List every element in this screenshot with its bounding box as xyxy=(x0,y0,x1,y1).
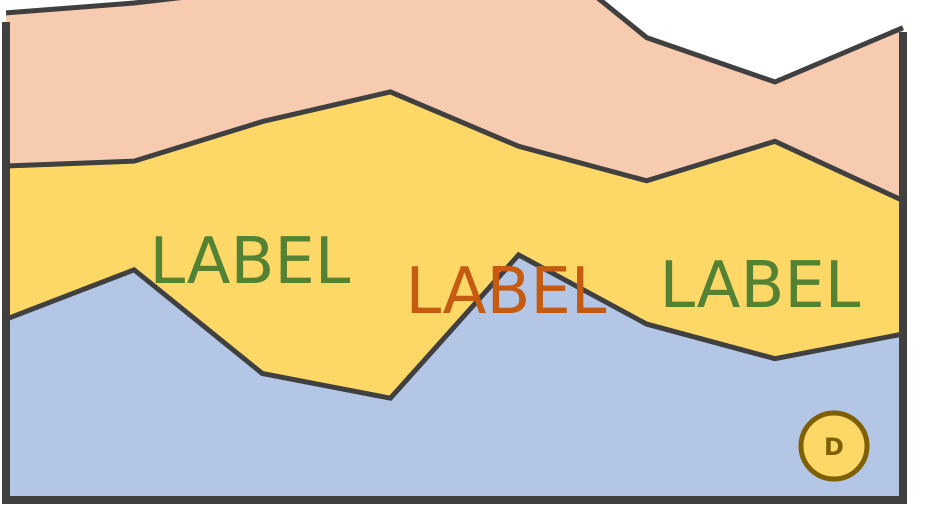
area-label-2: LABEL xyxy=(406,255,607,329)
area-series-2-edge xyxy=(5,89,905,203)
area-series-3-edge xyxy=(5,0,904,85)
area-label-3: LABEL xyxy=(660,249,861,323)
area-series-1-edge xyxy=(5,251,904,401)
badge-d: D xyxy=(798,410,870,482)
badge-circle xyxy=(798,410,870,482)
badge-letter: D xyxy=(824,433,844,461)
area-label-1: LABEL xyxy=(150,225,351,299)
area-series-1 xyxy=(6,254,903,497)
area-edges-group xyxy=(5,0,905,401)
area-series-2 xyxy=(6,91,903,399)
